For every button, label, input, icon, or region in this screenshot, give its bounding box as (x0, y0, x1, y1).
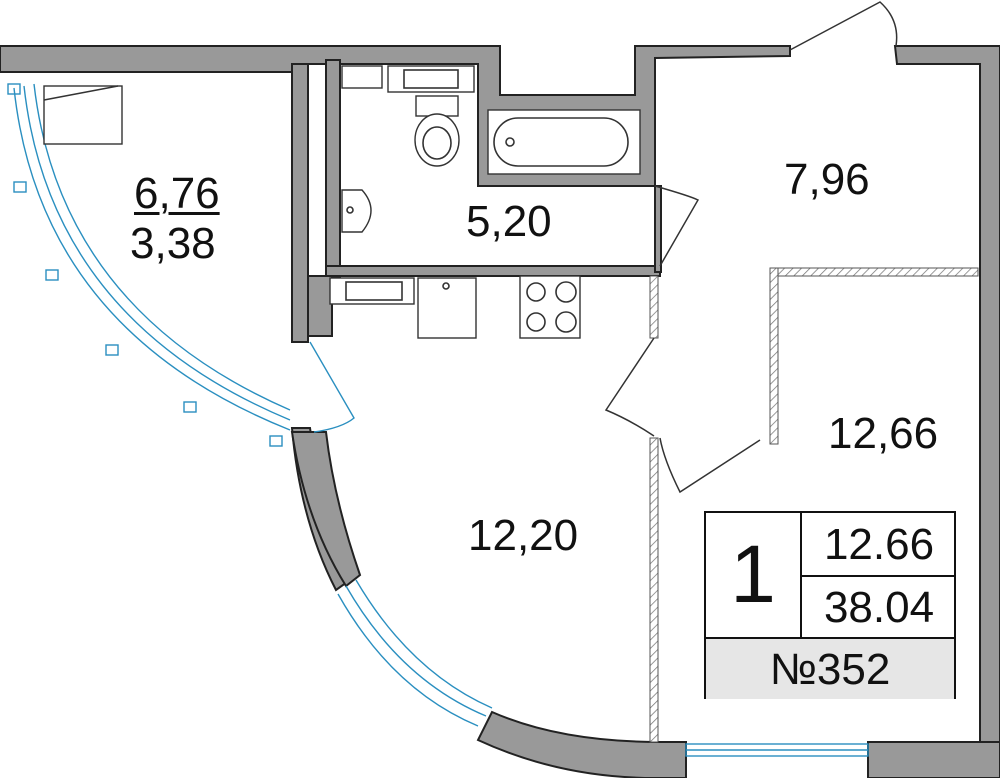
kitchen-living-area-label: 12,20 (468, 511, 579, 560)
kitchen-door (604, 337, 655, 437)
wall-kitchen-column (307, 275, 333, 337)
sink (341, 189, 372, 233)
wall-bottom-right (867, 741, 1000, 778)
bathroom-door (654, 185, 700, 267)
wall-curved-bottom (476, 710, 687, 778)
apartment-number: №352 (706, 637, 954, 699)
total-area: 38.04 (823, 583, 935, 632)
wall-balcony-right (291, 63, 309, 343)
wall-curved-upper (290, 431, 362, 588)
partition-bedroom-top (769, 267, 979, 277)
living-area: 12.66 (802, 513, 956, 577)
balcony-glazing-outer (13, 87, 291, 431)
balcony-glazing-inner (23, 85, 291, 421)
bedroom-area-label: 12,66 (828, 409, 939, 458)
wall-bath-left (325, 59, 341, 279)
living-glazing-1 (345, 585, 487, 717)
wall-hall-left (654, 185, 662, 273)
kitchen-sink (417, 277, 477, 339)
partition-bedroom-left (769, 267, 779, 445)
balcony-area-label: 6,76 (134, 169, 220, 218)
entrance-door (789, 1, 898, 51)
living-glazing-2 (355, 579, 493, 709)
balcony-reduced-area-label: 3,38 (130, 219, 216, 268)
balcony-door (309, 341, 355, 433)
wall-top-right (893, 45, 1000, 778)
room-count: 1 (706, 513, 802, 637)
balcony-mullions (7, 83, 283, 447)
hallway-area-label: 7,96 (784, 155, 870, 204)
partition-kitchen-lower (649, 437, 659, 743)
partition-kitchen-right (649, 275, 659, 339)
balcony-storage (43, 85, 123, 145)
bathroom-area-label: 5,20 (466, 197, 552, 246)
bedroom-door (659, 437, 761, 494)
wall-bath-bottom (325, 265, 661, 277)
living-glazing-3 (337, 593, 479, 727)
toilet-tank (415, 95, 459, 117)
bath-shelf-left (341, 65, 383, 89)
apartment-info-box: 1 12.66 38.04 №352 (704, 511, 956, 699)
